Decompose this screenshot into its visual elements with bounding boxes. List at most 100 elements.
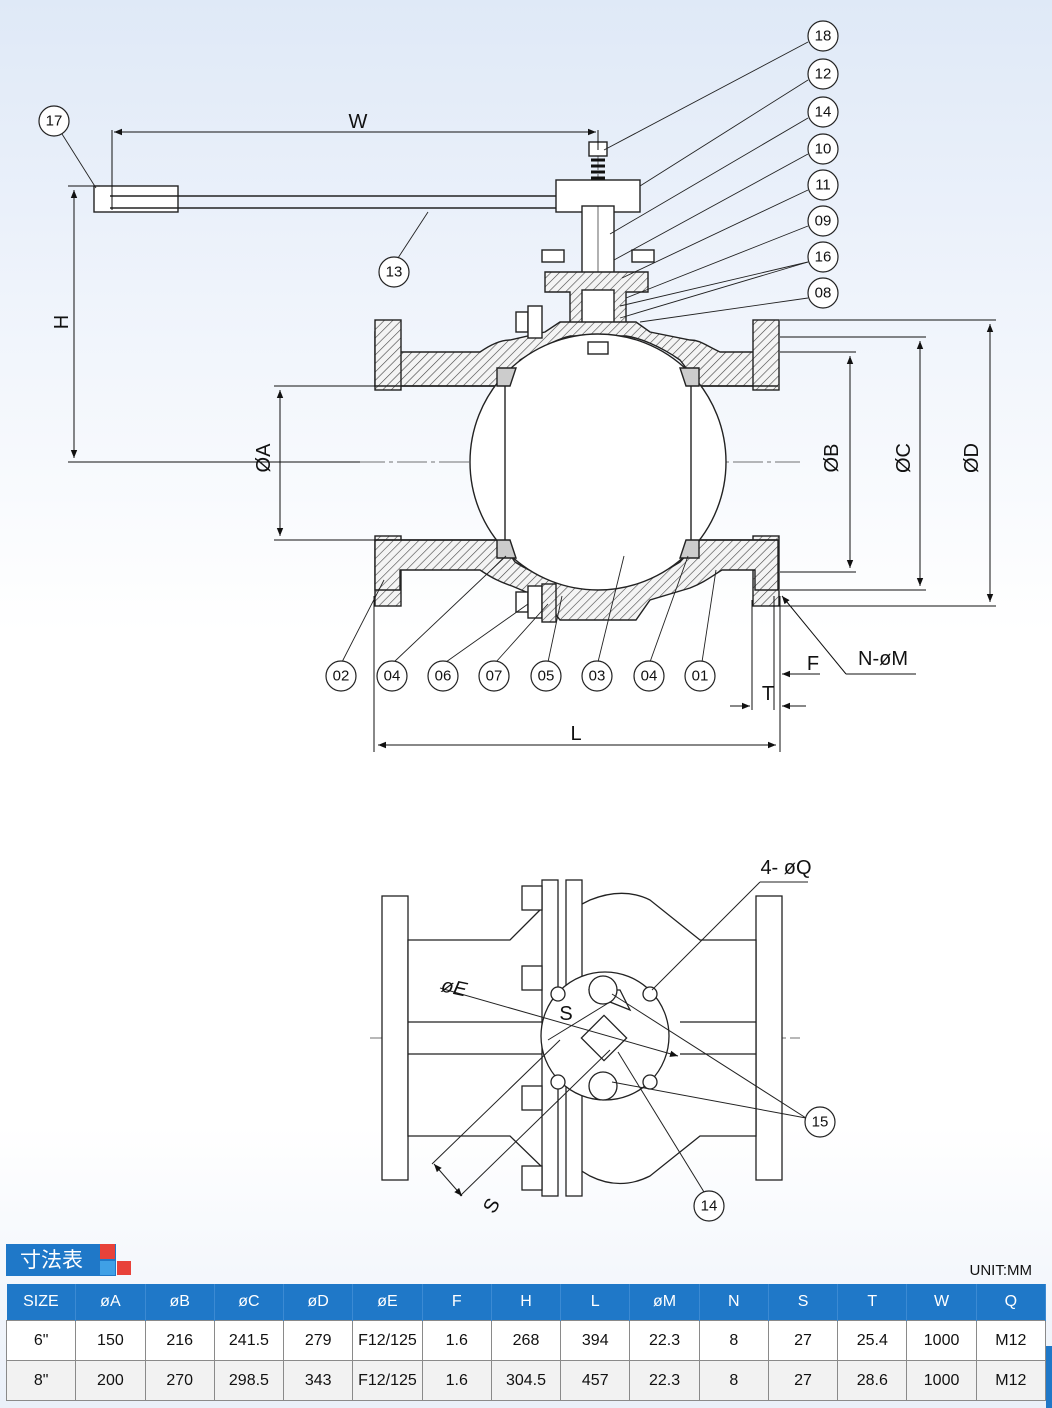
part-09: 09 <box>807 205 839 237</box>
part-03: 03 <box>581 660 613 692</box>
table-cell: F12/125 <box>352 1360 423 1401</box>
svg-text:14: 14 <box>815 104 832 121</box>
table-cell: 150 <box>75 1320 146 1361</box>
table-cell: 298.5 <box>213 1360 285 1401</box>
table-cell: 216 <box>144 1320 215 1361</box>
table-cell: 22.3 <box>629 1360 700 1401</box>
table-cell: 8 <box>698 1320 769 1361</box>
part-08: 08 <box>807 277 839 309</box>
svg-text:11: 11 <box>815 177 831 194</box>
part-04-left: 04 <box>376 660 408 692</box>
header-cell: øM <box>629 1284 700 1321</box>
table-cell: 22.3 <box>629 1320 700 1361</box>
dim-l: L <box>570 723 581 745</box>
svg-text:04: 04 <box>641 668 658 685</box>
ball <box>469 333 727 591</box>
header-cell: H <box>491 1284 562 1321</box>
table-row: 6" 150 216 241.5 279 F12/125 1.6 268 394… <box>5 1320 1047 1361</box>
dimension-table-section: 寸法表 UNIT:MM SIZE øA øB øC øD øE F H L øM… <box>5 1244 1047 1404</box>
dim-s-bottom: S <box>479 1195 505 1218</box>
dim-t: T <box>762 683 774 705</box>
header-cell: S <box>768 1284 839 1321</box>
table-cell: 1.6 <box>421 1320 492 1361</box>
header-cell: L <box>560 1284 631 1321</box>
table-cell: 25.4 <box>837 1320 908 1361</box>
body-bolts <box>515 305 557 623</box>
part-01: 01 <box>684 660 716 692</box>
table-cell: 28.6 <box>837 1360 908 1401</box>
unit-label: UNIT:MM <box>969 1262 1033 1279</box>
svg-text:09: 09 <box>815 213 832 230</box>
table-cell: 279 <box>283 1320 354 1361</box>
part-13: 13 <box>378 256 410 288</box>
header-cell: SIZE <box>6 1284 77 1321</box>
part-15: 15 <box>804 1106 836 1138</box>
valve-drawing: 18 12 14 10 11 09 16 08 17 13 02 04 06 0… <box>38 20 996 1222</box>
table-cell: 1000 <box>906 1360 977 1401</box>
svg-text:17: 17 <box>46 113 63 130</box>
table-title: 寸法表 <box>6 1244 116 1276</box>
header-cell: øB <box>145 1284 215 1321</box>
table-cell: 6" <box>5 1320 77 1361</box>
table-cell: 457 <box>560 1360 631 1401</box>
header-cell: øC <box>214 1284 285 1321</box>
edge-decoration <box>1046 1346 1052 1408</box>
dim-e: øE <box>439 975 469 1002</box>
svg-text:07: 07 <box>486 668 503 685</box>
dim-c: ØC <box>893 443 915 473</box>
svg-text:05: 05 <box>538 668 555 685</box>
svg-text:01: 01 <box>692 668 709 685</box>
header-cell: Q <box>976 1284 1047 1321</box>
header-cell: W <box>906 1284 977 1321</box>
dim-q: 4- øQ <box>760 857 811 879</box>
front-section-view <box>93 140 800 623</box>
table-cell: 270 <box>144 1360 215 1401</box>
header-cell: T <box>837 1284 908 1321</box>
part-02: 02 <box>325 660 357 692</box>
svg-text:14: 14 <box>701 1198 718 1215</box>
svg-text:15: 15 <box>812 1114 829 1131</box>
table-cell: 241.5 <box>213 1320 285 1361</box>
part-16: 16 <box>807 241 839 273</box>
dimension-table: SIZE øA øB øC øD øE F H L øM N S T W Q 6… <box>5 1284 1047 1401</box>
svg-text:06: 06 <box>435 668 452 685</box>
title-decoration <box>100 1261 115 1275</box>
svg-text:16: 16 <box>815 249 832 266</box>
top-view <box>370 879 808 1197</box>
table-header-row: SIZE øA øB øC øD øE F H L øM N S T W Q <box>6 1284 1047 1321</box>
header-cell: øA <box>75 1284 146 1321</box>
part-04-right: 04 <box>633 660 665 692</box>
table-cell: 343 <box>283 1360 354 1401</box>
left-flange <box>374 319 402 391</box>
table-cell: 1.6 <box>421 1360 492 1401</box>
part-17: 17 <box>38 105 70 137</box>
title-decoration <box>117 1261 131 1275</box>
table-cell: 304.5 <box>490 1360 562 1401</box>
table-cell: M12 <box>975 1320 1047 1361</box>
table-cell: 200 <box>75 1360 146 1401</box>
dim-b: ØB <box>821 444 843 473</box>
header-cell: øE <box>352 1284 423 1321</box>
part-07: 07 <box>478 660 510 692</box>
dim-h: H <box>51 315 73 329</box>
table-row: 8" 200 270 298.5 343 F12/125 1.6 304.5 4… <box>5 1360 1047 1401</box>
header-cell: F <box>422 1284 492 1321</box>
svg-text:12: 12 <box>815 66 832 83</box>
leader-lines <box>61 41 809 663</box>
part-06: 06 <box>427 660 459 692</box>
svg-text:10: 10 <box>815 141 832 158</box>
table-cell: 1000 <box>906 1320 977 1361</box>
part-labels: 18 12 14 10 11 09 16 08 17 13 02 04 06 0… <box>38 20 839 692</box>
part-10: 10 <box>807 133 839 165</box>
dim-w: W <box>349 111 368 133</box>
table-cell: 8" <box>5 1360 77 1401</box>
svg-text:08: 08 <box>815 285 832 302</box>
title-decoration <box>100 1244 115 1259</box>
part-12: 12 <box>807 58 839 90</box>
table-cell: 268 <box>490 1320 562 1361</box>
dim-f: F <box>807 653 819 675</box>
dim-s-top: S <box>559 1003 572 1025</box>
table-cell: 27 <box>767 1320 839 1361</box>
part-18: 18 <box>807 20 839 52</box>
header-cell: øD <box>283 1284 354 1321</box>
